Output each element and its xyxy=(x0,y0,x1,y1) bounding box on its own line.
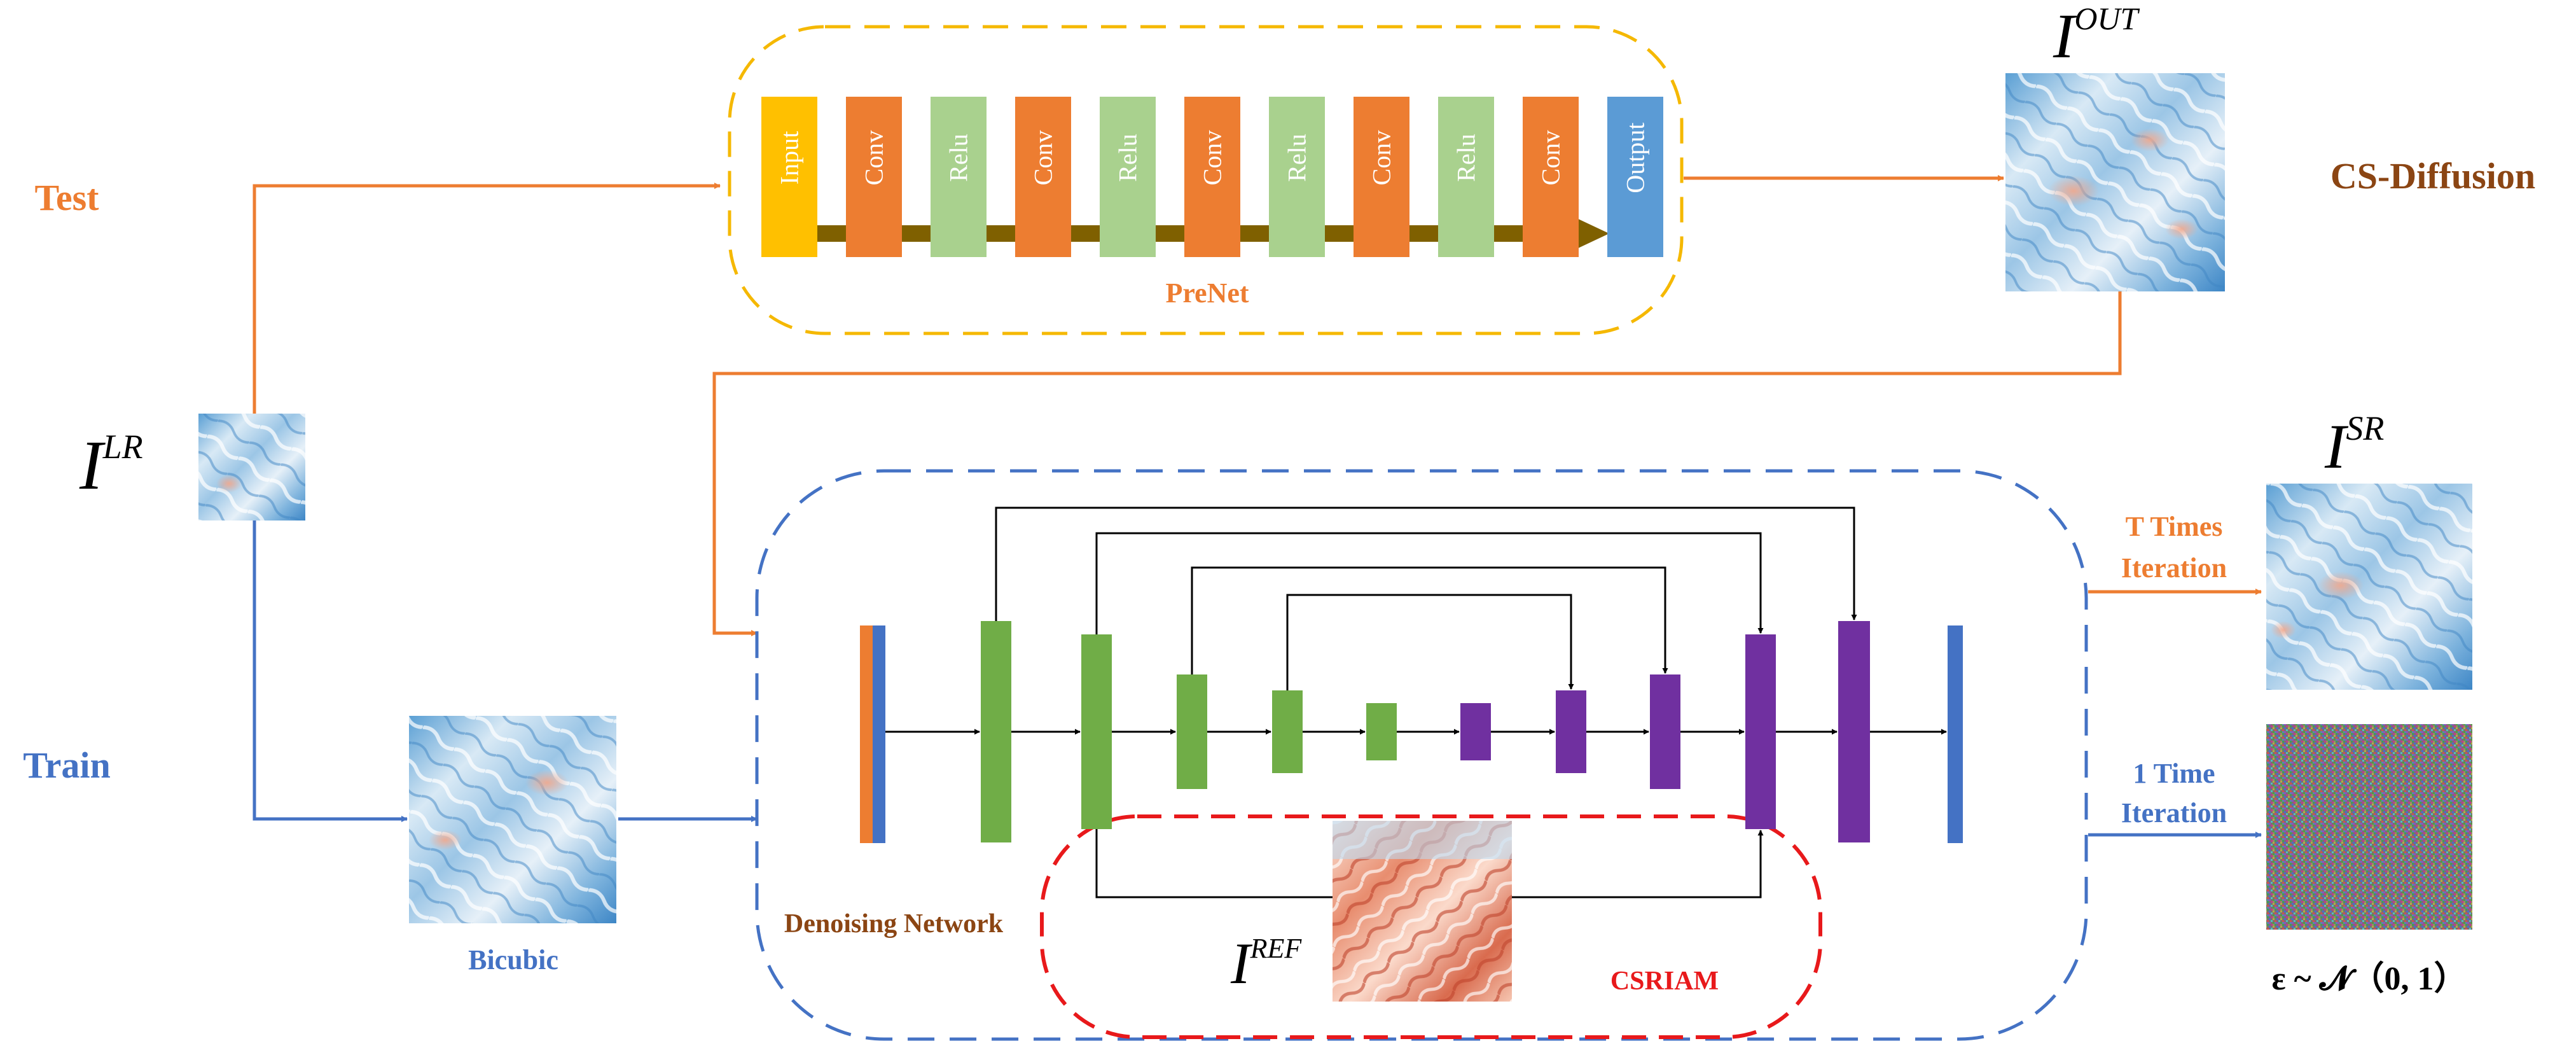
prenet-block-input-0 xyxy=(761,97,817,257)
test-path-arrow xyxy=(253,183,721,417)
prenet-block-label: Relu xyxy=(1452,134,1481,182)
unet-input-condition-bar xyxy=(873,625,885,843)
lr-symbol: ILR xyxy=(79,426,143,504)
csriam-container xyxy=(1040,814,1822,1039)
one-time-label: 1 Time xyxy=(2133,758,2215,789)
encoder-block-4 xyxy=(1366,703,1397,760)
prenet-block-relu-6 xyxy=(1269,97,1325,257)
ref-image xyxy=(1333,821,1512,1002)
encoder-block-1 xyxy=(1081,634,1112,829)
denoising-label: Denoising Network xyxy=(784,909,1004,939)
prenet-block-label: Relu xyxy=(1283,134,1312,182)
ref-symbol: IREF xyxy=(1230,931,1302,996)
bicubic-label: Bicubic xyxy=(468,944,558,975)
out-symbol: IOUT xyxy=(2053,1,2140,71)
encoder-block-0 xyxy=(981,621,1011,842)
diagram-title: CS-Diffusion xyxy=(2330,155,2535,197)
decoder-block-9 xyxy=(1838,621,1870,842)
out-to-denoising-arrow xyxy=(712,291,2122,636)
prenet-block-conv-5 xyxy=(1184,97,1240,257)
noise-image xyxy=(2266,724,2472,930)
prenet-blocks: Input Conv Relu Conv Relu Conv Relu Conv Relu Con… xyxy=(761,97,1663,257)
prenet-block-conv-1 xyxy=(846,97,902,257)
train-label: Train xyxy=(23,744,111,786)
encoder-block-3 xyxy=(1272,690,1303,773)
one-iteration-label: Iteration xyxy=(2121,797,2227,828)
t-iteration-label: Iteration xyxy=(2121,552,2227,583)
prenet-block-output-10 xyxy=(1607,97,1663,257)
skip-connection xyxy=(1095,532,1764,634)
prenet-block-conv-7 xyxy=(1354,97,1409,257)
bicubic-image xyxy=(409,716,616,923)
prenet-block-label: Relu xyxy=(945,134,973,182)
prenet-block-relu-2 xyxy=(931,97,987,257)
prenet-block-relu-4 xyxy=(1100,97,1156,257)
prenet-block-label: Input xyxy=(775,131,804,185)
test-label: Test xyxy=(35,177,100,218)
decoder-block-7 xyxy=(1650,674,1680,789)
prenet-block-label: Conv xyxy=(860,130,889,186)
prenet-block-label: Output xyxy=(1621,122,1650,193)
prenet-block-label: Conv xyxy=(1198,130,1227,186)
decoder-block-8 xyxy=(1745,634,1776,829)
prenet-block-label: Conv xyxy=(1537,130,1565,186)
out-image xyxy=(2005,73,2225,291)
prenet-block-relu-8 xyxy=(1438,97,1494,257)
skip-connection xyxy=(1191,566,1668,674)
encoder-block-2 xyxy=(1177,674,1207,789)
prenet-block-label: Relu xyxy=(1114,134,1142,182)
train-path-arrow xyxy=(253,521,408,822)
csriam-label: CSRIAM xyxy=(1610,967,1719,996)
sr-symbol: ISR xyxy=(2324,409,2384,482)
skip-connection xyxy=(995,507,1857,621)
noise-formula: ε ~ 𝓝（0, 1） xyxy=(2271,960,2467,997)
prenet-block-label: Conv xyxy=(1029,130,1058,186)
prenet-block-label: Conv xyxy=(1368,130,1396,186)
skip-connection xyxy=(1286,594,1574,690)
prenet-block-conv-9 xyxy=(1523,97,1579,257)
sr-image xyxy=(2266,484,2472,690)
decoder-block-5 xyxy=(1460,703,1491,760)
t-times-label: T Times xyxy=(2126,511,2223,542)
lr-image xyxy=(198,414,305,521)
prenet-container xyxy=(728,25,1684,335)
unet xyxy=(860,507,1963,898)
decoder-block-6 xyxy=(1556,690,1586,773)
prenet-label: PreNet xyxy=(1165,277,1249,309)
unet-output-bar xyxy=(1948,625,1963,843)
prenet-block-conv-3 xyxy=(1015,97,1071,257)
unet-input-noisy-bar xyxy=(860,625,873,843)
